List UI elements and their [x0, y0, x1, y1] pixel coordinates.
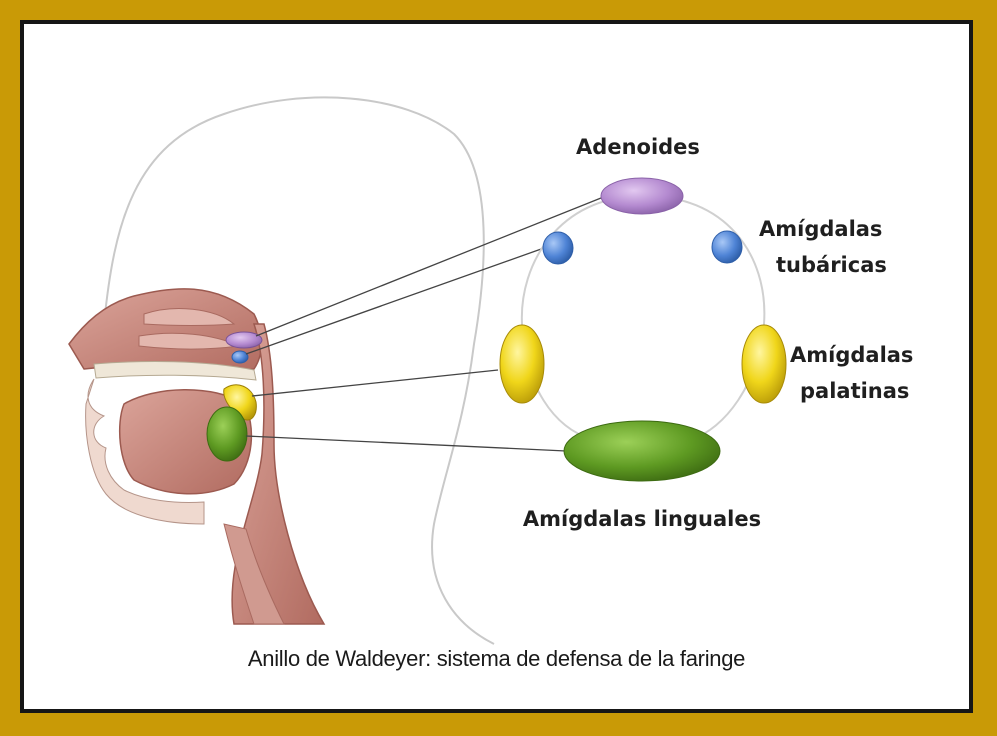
leader-adenoides: [255, 195, 607, 337]
label-palatinas-line2: palatinas: [800, 379, 909, 403]
palatinas-node-right: [741, 324, 787, 404]
label-palatinas-line1: Amígdalas: [790, 343, 913, 367]
palatinas-node-left: [499, 324, 545, 404]
lingual-tonsil-anatomy: [206, 406, 248, 462]
trachea: [223, 523, 285, 625]
leader-palatinas: [251, 369, 499, 397]
palate: [93, 361, 257, 381]
diagram-panel: Adenoides Amígdalas tubáricas Amígdalas …: [24, 24, 969, 709]
adenoids-anatomy: [225, 331, 263, 349]
pharynx: [231, 323, 326, 625]
adenoides-node: [600, 177, 684, 215]
head-outline: [103, 96, 495, 645]
lips-jaw: [85, 378, 205, 525]
leader-tubaricas: [245, 247, 545, 355]
linguales-node: [563, 420, 721, 482]
tubal-tonsil-anatomy: [231, 350, 249, 364]
label-linguales: Amígdalas linguales: [523, 507, 761, 531]
label-tubaricas-line2: tubáricas: [776, 253, 887, 277]
tubaricas-node-right: [711, 230, 743, 264]
palatine-tonsil-anatomy: [223, 384, 257, 421]
figure-caption: Anillo de Waldeyer: sistema de defensa d…: [247, 646, 746, 671]
label-adenoides: Adenoides: [576, 135, 700, 159]
waldeyer-ring-diagram: Adenoides Amígdalas tubáricas Amígdalas …: [68, 96, 913, 645]
tubaricas-node-left: [542, 231, 574, 265]
label-tubaricas-line1: Amígdalas: [759, 217, 882, 241]
leader-linguales: [245, 435, 567, 452]
